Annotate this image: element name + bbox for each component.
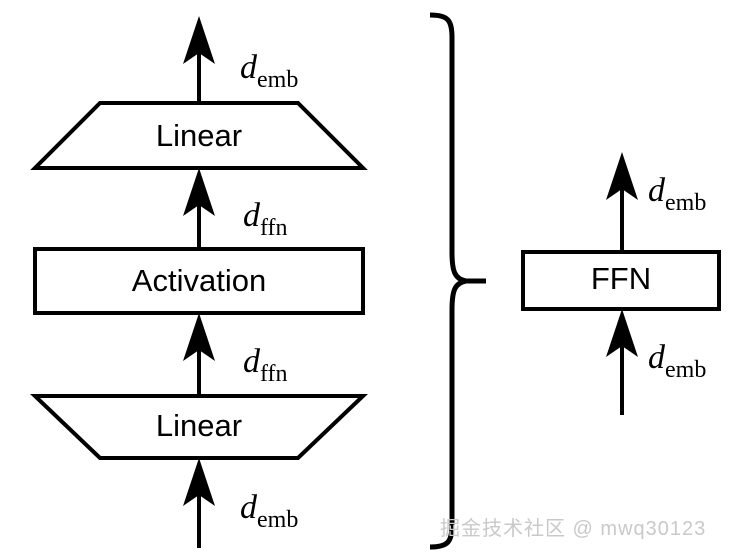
svg-text:demb: demb (240, 49, 298, 93)
label-d-emb-top-output-base: d (240, 49, 258, 86)
label-d-ffn-upper-base: d (243, 197, 261, 234)
label-d-ffn-lower: dffn (243, 343, 288, 387)
block-linear-bottom[interactable]: Linear (30, 394, 368, 460)
block-activation-label: Activation (132, 263, 266, 298)
arrow-linear-top-output (183, 16, 215, 103)
curly-brace-icon (429, 12, 486, 550)
block-linear-top[interactable]: Linear (30, 101, 368, 170)
arrow-ffn-input (606, 309, 638, 415)
label-d-emb-top-output-sub: emb (257, 67, 298, 93)
block-activation[interactable]: Activation (33, 247, 365, 315)
arrow-ffn-output (606, 152, 638, 252)
label-d-emb-ffn-output-sub: emb (665, 190, 706, 216)
arrow-linear-bottom-to-activation (183, 313, 215, 396)
arrow-activation-to-linear-top (183, 168, 215, 249)
label-d-emb-ffn-input: demb (648, 339, 706, 383)
label-d-emb-top-output: demb (240, 49, 298, 93)
svg-text:demb: demb (648, 339, 706, 383)
label-d-ffn-upper-sub: ffn (260, 215, 288, 241)
label-d-emb-ffn-input-sub: emb (665, 357, 706, 383)
label-d-ffn-lower-base: d (243, 343, 261, 380)
label-d-emb-bottom-input: demb (240, 489, 298, 533)
label-d-emb-ffn-output: demb (648, 172, 706, 216)
label-d-emb-bottom-input-base: d (240, 489, 258, 526)
block-ffn[interactable]: FFN (521, 250, 721, 311)
block-ffn-label: FFN (591, 261, 651, 296)
svg-text:demb: demb (648, 172, 706, 216)
block-linear-bottom-label: Linear (156, 408, 242, 443)
label-d-emb-ffn-output-base: d (648, 172, 666, 209)
svg-text:dffn: dffn (243, 197, 288, 241)
block-linear-top-label: Linear (156, 118, 242, 153)
label-d-emb-bottom-input-sub: emb (257, 507, 298, 533)
label-d-ffn-upper: dffn (243, 197, 288, 241)
label-d-ffn-lower-sub: ffn (260, 361, 288, 387)
arrow-linear-bottom-input (183, 458, 215, 548)
svg-text:dffn: dffn (243, 343, 288, 387)
watermark: 掘金技术社区 @ mwq30123 (440, 517, 706, 540)
svg-text:demb: demb (240, 489, 298, 533)
label-d-emb-ffn-input-base: d (648, 339, 666, 376)
